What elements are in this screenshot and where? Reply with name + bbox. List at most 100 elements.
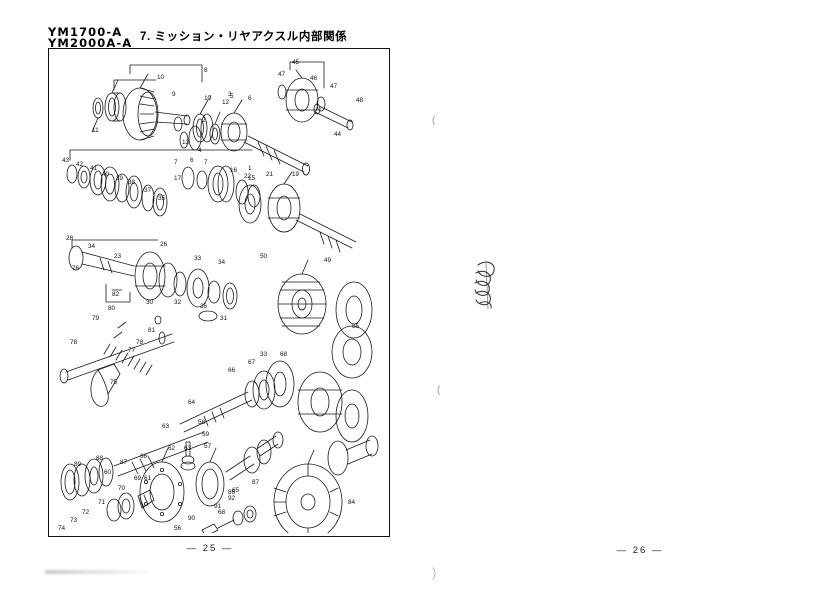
svg-text:77: 77 [128, 347, 136, 354]
svg-text:41: 41 [90, 165, 98, 172]
svg-text:81: 81 [148, 327, 156, 334]
svg-text:88: 88 [96, 455, 104, 462]
svg-text:22: 22 [244, 173, 252, 180]
left-section-title: 7. ミッション・リヤアクスル内部関係 [140, 31, 348, 43]
svg-text:4: 4 [198, 147, 202, 154]
spine-artifact-bottom: ) [432, 565, 437, 580]
svg-text:31: 31 [220, 315, 228, 322]
svg-text:34: 34 [218, 259, 226, 266]
svg-text:61: 61 [144, 475, 152, 482]
svg-text:59: 59 [202, 431, 210, 438]
svg-text:56: 56 [174, 525, 182, 532]
svg-text:62: 62 [168, 445, 176, 452]
svg-text:40: 40 [102, 171, 110, 178]
svg-text:66: 66 [228, 367, 236, 374]
svg-text:80: 80 [108, 305, 116, 312]
left-page-header: YM1700-A YM2000A-A 7. ミッション・リヤアクスル内部関係 [48, 26, 378, 52]
svg-text:12: 12 [222, 99, 230, 106]
svg-text:84: 84 [348, 499, 356, 506]
right-page-number: — 26 — [616, 545, 664, 556]
svg-text:44: 44 [334, 131, 342, 138]
svg-text:68: 68 [280, 351, 288, 358]
left-page-number: — 25 — [186, 543, 234, 554]
svg-text:10: 10 [157, 74, 165, 81]
svg-text:78: 78 [70, 339, 78, 346]
svg-text:76: 76 [72, 265, 80, 272]
handwritten-scribble-annotation [466, 255, 502, 310]
svg-text:9: 9 [172, 91, 176, 98]
left-page: YM1700-A YM2000A-A 7. ミッション・リヤアクスル内部関係 [45, 26, 390, 574]
svg-text:47: 47 [330, 83, 338, 90]
svg-text:45: 45 [292, 59, 300, 66]
model-badge-left: YM1700-A YM2000A-A [48, 27, 132, 48]
svg-text:33: 33 [194, 255, 202, 262]
scribble-icon [474, 261, 495, 310]
svg-text:30: 30 [146, 299, 154, 306]
svg-text:26: 26 [160, 241, 168, 248]
svg-text:87: 87 [252, 479, 260, 486]
svg-text:92: 92 [228, 495, 236, 502]
svg-text:79: 79 [92, 315, 100, 322]
svg-text:73: 73 [70, 517, 78, 524]
svg-text:11: 11 [92, 127, 99, 134]
svg-text:10: 10 [204, 95, 212, 102]
svg-text:6: 6 [190, 157, 194, 164]
svg-text:16: 16 [230, 167, 238, 174]
svg-text:63: 63 [162, 423, 170, 430]
svg-text:57: 57 [204, 443, 212, 450]
svg-text:49: 49 [324, 257, 332, 264]
svg-text:33: 33 [260, 351, 268, 358]
svg-text:6: 6 [248, 95, 252, 102]
svg-text:89: 89 [74, 461, 82, 468]
svg-text:36: 36 [200, 303, 208, 310]
svg-text:85: 85 [352, 323, 360, 330]
svg-text:38: 38 [128, 179, 136, 186]
svg-text:35: 35 [158, 195, 166, 202]
svg-text:70: 70 [118, 485, 126, 492]
spine-artifact-top: ( [432, 115, 436, 126]
svg-text:50: 50 [260, 253, 268, 260]
svg-text:5: 5 [230, 93, 234, 100]
svg-text:43: 43 [62, 157, 70, 164]
svg-text:19: 19 [292, 171, 300, 178]
svg-text:63: 63 [184, 445, 192, 452]
scan-artifact-left [45, 570, 150, 574]
svg-text:39: 39 [116, 175, 124, 182]
svg-text:74: 74 [58, 525, 66, 532]
svg-text:3: 3 [228, 91, 232, 98]
svg-text:37: 37 [144, 187, 152, 194]
svg-text:66: 66 [140, 453, 148, 460]
svg-text:58: 58 [198, 419, 206, 426]
svg-text:90: 90 [188, 515, 196, 522]
svg-text:65: 65 [232, 487, 240, 494]
svg-text:60: 60 [104, 469, 112, 476]
svg-text:1: 1 [248, 165, 252, 172]
svg-text:69: 69 [134, 475, 142, 482]
svg-text:68: 68 [218, 509, 226, 516]
svg-text:48: 48 [356, 97, 364, 104]
svg-text:15: 15 [248, 175, 256, 182]
svg-text:86: 86 [228, 489, 236, 496]
svg-text:2: 2 [202, 117, 206, 124]
svg-text:75: 75 [110, 379, 118, 386]
model-line-2: YM2000A-A [48, 35, 133, 50]
svg-text:21: 21 [266, 171, 274, 178]
svg-text:42: 42 [76, 161, 84, 168]
model-line-1: YM1700-A [48, 25, 123, 39]
svg-text:13: 13 [182, 139, 190, 146]
spine-artifact-mid: ( [437, 385, 441, 396]
svg-text:91: 91 [214, 503, 222, 510]
svg-text:82: 82 [112, 291, 120, 298]
svg-text:78: 78 [136, 339, 144, 346]
svg-text:23: 23 [114, 253, 122, 260]
svg-text:71: 71 [98, 499, 106, 506]
svg-text:7: 7 [204, 159, 208, 166]
svg-text:87: 87 [120, 459, 128, 466]
right-page: 7. ミッション・リヤアクスル内部関係 YM1700-A YM2000A-A 見… [420, 0, 840, 595]
svg-text:34: 34 [88, 243, 96, 250]
svg-text:7: 7 [208, 95, 212, 102]
